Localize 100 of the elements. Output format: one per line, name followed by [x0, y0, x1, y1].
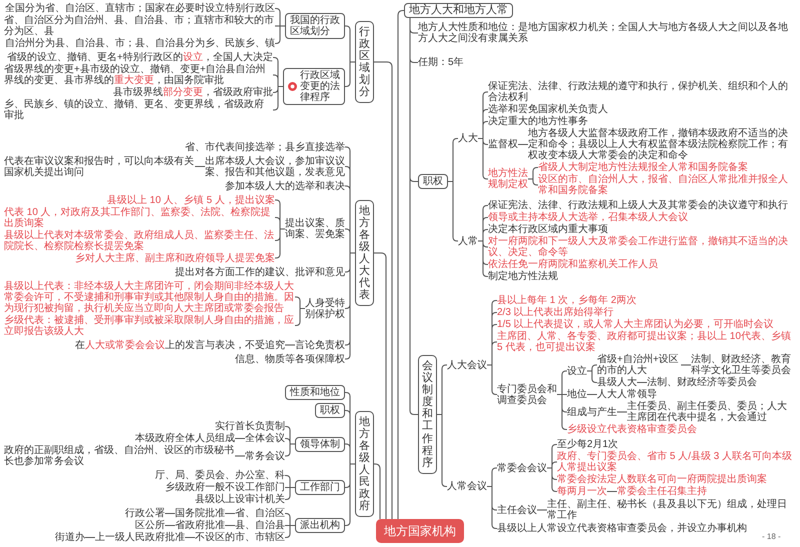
topic-text: 街道办: [55, 532, 85, 543]
topic-box: [283, 68, 345, 105]
connector-line: [184, 537, 196, 538]
vertical-topic-box: 行政区域划分: [355, 20, 374, 104]
vertical-topic-box: 地方各级人民政府: [355, 410, 374, 518]
topic-text: 县级以上代表：非经本级人大主席团许可，闭会期间非经本级人大常委会许可，不受逮捕和刑事审判或其他限制人身自由的措施。因为现行犯被拘留，执行机关应当立即向人大主席团或常委会报告: [4, 280, 295, 314]
topic-text: 政府的正副职组成，省级、自治州、设区的市级秘书长也参加常务会议: [4, 445, 235, 467]
topic-text: 不设区的市、市辖区: [195, 532, 285, 543]
topic-box: 工作部门: [295, 480, 345, 495]
connector-line: [374, 464, 380, 520]
central-topic-box: 地方国家机构: [376, 519, 464, 543]
topic-text: 地方人大性质和地位：是地方国家权力机关；全国人大与地方各级人大之间以及各地方人大之间没有隶属关系: [418, 22, 796, 44]
connector-line: [344, 464, 356, 526]
topic-text: 设立: [567, 366, 587, 376]
vertical-topic-box: 会议制度和工作程序: [418, 355, 437, 474]
topic-text: 省、自治区: [235, 508, 285, 519]
connector-line: [374, 252, 386, 520]
topic-text: 地方各级人大监督本级政府工作，撤销本级政府不适当的决定和命令；县级以上人大有权监督本级法院检察院工作；有权改变本级人大常委会的决定和命令: [528, 128, 796, 161]
topic-text: 省政府批准: [175, 520, 225, 531]
topic-text: 常委会主任召集主持: [617, 486, 707, 497]
topic-text: 言论免责权: [295, 340, 345, 350]
connector-line: [680, 364, 692, 366]
topic-box: 性质和地位: [285, 385, 345, 400]
connector-line: [374, 62, 392, 520]
connector-line: [284, 525, 296, 538]
topic-text: 人常: [458, 236, 478, 246]
connector-line: [284, 444, 296, 456]
topic-text: 政府、专门委员会、省市 5 人/县级 3 人联名可向本级人常提出议案: [557, 451, 796, 473]
connector-line: [606, 491, 618, 492]
topic-text: 提出议案、质询案、罢免案: [285, 218, 345, 240]
topic-text: 自治州分为县、自治县、市；县、自治县分为乡、民族乡、镇: [5, 38, 275, 49]
connector-line: [164, 513, 176, 514]
topic-text: 人常会议: [447, 481, 487, 492]
connector-line: [518, 144, 528, 145]
topic-text: 主任、副主任、秘书长（县及县以下无）组成，处理日常工作: [547, 499, 796, 521]
topic-text: 人大人常领导: [597, 389, 657, 400]
topic-text: 县级以上设审计机关: [195, 494, 285, 505]
topic-text: 省级的设立、撤销、更名+特别行政区的设立，全国人大决定: [7, 52, 273, 63]
connector-line: [274, 228, 286, 258]
topic-text: 代表 10 人，对政府及其工作部门、监察委、法院、检察院提出质询案: [4, 206, 275, 228]
topic-text: 选举和罢免国家机关负责人: [488, 104, 608, 115]
topic-text: 常委会会议: [497, 462, 547, 474]
topic-text: 省级+自治州+设区的市的人大: [597, 354, 681, 376]
connector-line: [344, 62, 356, 87]
topic-text: 代表在审议议案和报告时，可以向本级有关国家机关提出询问: [4, 156, 195, 178]
topic-box: 派出机构: [295, 518, 345, 533]
topic-text: 至少每2月1次: [557, 439, 618, 450]
connector-line: [272, 86, 284, 110]
topic-box: 领导体制: [295, 436, 345, 452]
topic-text: 每两月一次: [557, 486, 607, 497]
topic-text: 主任委员、副主任委员、委员；人大主席团在代表中提名，大会通过: [627, 401, 796, 423]
vertical-topic-box: 地方各级人大代表: [355, 200, 374, 306]
topic-text: 地方性法规制定权: [488, 168, 528, 190]
topic-box: 职权: [315, 403, 345, 418]
topic-text: 法制、财政经济、教育科学文化卫生等委员会: [691, 354, 796, 376]
connector-line: [194, 166, 206, 167]
connector-line: [84, 537, 96, 538]
topic-text: 常务会议: [245, 450, 285, 462]
connector-line: [284, 344, 296, 346]
connector-line: [486, 486, 498, 529]
connector-line: [224, 513, 236, 514]
topic-box: 职权: [418, 174, 448, 189]
topic-text: 保证宪法、法律、行政法规和上级人大及其常委会的决议遵守和执行: [488, 200, 788, 211]
connector-line: [478, 240, 488, 277]
topic-text: 厅、局、委员会、办公室、科: [155, 470, 285, 481]
connector-line: [294, 308, 306, 326]
topic-text: 人大会议: [447, 360, 487, 370]
connector-line: [586, 370, 598, 383]
topic-text: 县级以上人常设立代表资格审查委员会，并设立办事机构: [497, 523, 747, 534]
connector-line: [546, 468, 558, 492]
topic-text: 实行首长负责制: [215, 421, 285, 432]
topic-text: 领导或主持本级人大选举，召集本级人大会议: [488, 212, 688, 223]
topic-text: 人大: [458, 133, 478, 144]
topic-text: 县级以上代表对本级常委会、政府组成人员、监察委主任、法院院长、检察院检察长提罢免案: [4, 230, 275, 252]
topic-text: 专门委员会和调查委员会: [497, 384, 557, 406]
topic-text: 决定重大的地方性事务: [488, 116, 588, 127]
topic-text: 上一级人民政府批准: [95, 532, 185, 543]
topic-text: 参加本级人大的选举和表决: [225, 180, 345, 192]
topic-text: 乡、民族乡、镇的设立、撤销、更名、变更界线，省级政府审批: [4, 99, 273, 121]
connector-line: [224, 525, 236, 526]
connector-line: [398, 10, 404, 520]
topic-text: 出席本级人大会议，参加审议议案、报告和其他议题，发表意见: [205, 156, 345, 178]
topic-text: 省级人大制定地方性法规报全人常和国务院备案: [538, 162, 748, 173]
connector-line: [556, 394, 568, 430]
topic-text: 国务院批准: [175, 508, 225, 519]
connector-line: [528, 178, 538, 186]
topic-text: 保证宪法、法律、行政法规的遵守和执行，保护机关、组织和个人的合法权利: [488, 81, 796, 103]
topic-text: 省、自治区分为自治州、县、自治县、市；直辖市和较大的市分为区、县: [4, 15, 275, 37]
topic-text: 县级以上 10 人、乡镇 5 人，提出议案: [107, 194, 275, 206]
topic-text: 省级界线的变更+县市级的设立、撤销、变更+自治县自治州界线的变更、县市界线的重大变更，由国务院审批: [4, 64, 273, 86]
topic-box: 地方人大和地方人常: [404, 3, 513, 18]
topic-text: 人身受特别保护权: [305, 298, 345, 320]
topic-text: 任期：5年: [418, 57, 464, 68]
connector-line: [486, 364, 498, 395]
topic-text: 地位: [567, 389, 587, 400]
topic-label: 行政区域变更的法律程序: [300, 70, 340, 103]
topic-box: 我国的行政区域划分: [285, 13, 345, 39]
topic-text: 法制、财政经济等委员会: [647, 377, 757, 388]
topic-text: 常委会按法定人数联名可向一府两院提出质询案: [557, 474, 767, 485]
connector-line: [274, 26, 286, 44]
